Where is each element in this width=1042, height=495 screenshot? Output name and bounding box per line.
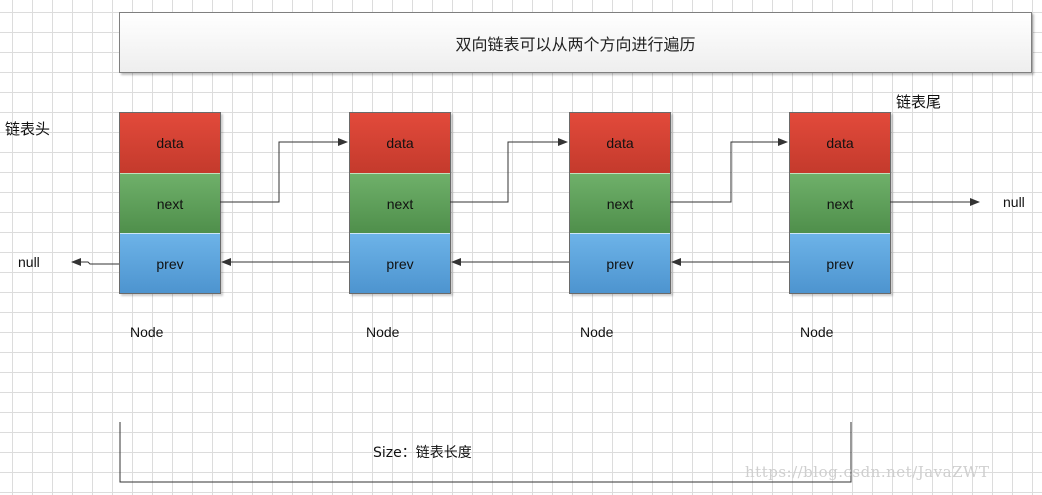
node-data-field: data (350, 113, 450, 173)
node-caption-2: Node (366, 324, 400, 340)
node-2: data next prev (349, 112, 451, 294)
node-prev-field: prev (120, 233, 220, 293)
node-prev-field: prev (790, 233, 890, 293)
node-1: data next prev (119, 112, 221, 294)
node-prev-field: prev (570, 233, 670, 293)
null-left-label: null (18, 254, 40, 270)
node-next-field: next (790, 173, 890, 233)
node-caption-4: Node (800, 324, 834, 340)
node-caption-3: Node (580, 324, 614, 340)
node-next-field: next (120, 173, 220, 233)
next-pointer-arrow (220, 138, 348, 203)
size-bracket (119, 422, 852, 483)
next-pointer-arrow (670, 138, 788, 203)
node-data-field: data (790, 113, 890, 173)
node-next-field: next (350, 173, 450, 233)
node-data-field: data (120, 113, 220, 173)
node-caption-1: Node (130, 324, 164, 340)
node-3: data next prev (569, 112, 671, 294)
node-data-field: data (570, 113, 670, 173)
next-pointer-arrow (450, 138, 568, 203)
prev-null-arrow (71, 258, 119, 266)
watermark: https://blog.csdn.net/JavaZWT (745, 463, 990, 481)
node-prev-field: prev (350, 233, 450, 293)
tail-label: 链表尾 (896, 93, 942, 111)
null-right-label: null (1003, 194, 1025, 210)
node-next-field: next (570, 173, 670, 233)
diagram-title: 双向链表可以从两个方向进行遍历 (119, 12, 1032, 73)
head-label: 链表头 (5, 120, 51, 138)
node-4: data next prev (789, 112, 891, 294)
size-label: Size：链表长度 (373, 445, 472, 461)
